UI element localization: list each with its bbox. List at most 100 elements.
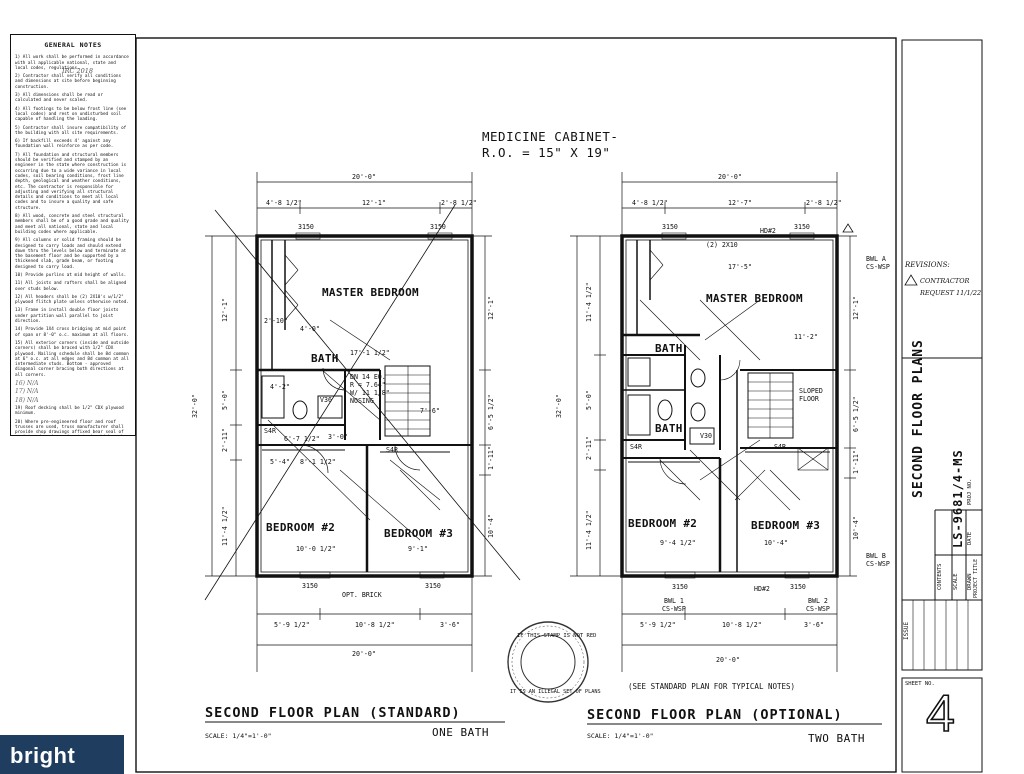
std-dim-right-d: 10'-4" [487,514,495,538]
opt-bwl-b-sub: CS-WSP [866,560,890,568]
project-number: LS-9681/4-MS [951,449,965,548]
std-dim-left-overall: 32'-0" [191,394,199,418]
bright-logo: bright [10,743,76,768]
general-note-item: 14) Provide 1X4 cross bridging at mid po… [15,327,131,338]
general-note-text: Roof decking shall be 1/2" CDX plywood m… [15,405,124,417]
std-plan-title: SECOND FLOOR PLAN (STANDARD) [205,705,461,721]
general-note-text: Where pre-engineered floor and roof trus… [15,419,124,436]
sheet-number: 4 [925,685,956,743]
general-note-number: 4) [15,106,21,112]
opt-dim-bottom-mid: 10'-8 1/2" [722,621,762,629]
general-note-item: 4) All footings to be below frost line (… [15,107,131,123]
opt-dim-left-c: 2'-11" [585,436,593,460]
general-note-text: All wood, concrete and steel structural … [15,214,129,235]
approval-stamp [507,621,589,703]
std-room-bath: BATH [311,352,339,365]
general-note-item: 16) N/A [15,381,131,387]
std-stair-note-4: NOSING [350,397,374,405]
std-dim-master-width: 17'-1 1/2" [350,349,390,357]
label-project-title: PROJECT TITLE [973,558,979,598]
opt-room-master-bedroom: MASTER BEDROOM [706,292,803,305]
general-note-item: 3) All dimensions shall be read or calcu… [15,93,131,104]
opt-room-bath-2: BATH [655,422,683,435]
medicine-cabinet-ro: R.O. = 15" X 19" [482,145,611,160]
general-note-number: 12) [15,294,23,300]
general-note-item: 19) Roof decking shall be 1/2" CDX plywo… [15,406,131,417]
general-note-text: Frame in install double floor joists und… [15,308,119,325]
std-dim-closet: 6'-7 1/2" [284,435,320,443]
std-room-bedroom-2: BEDROOM #2 [266,521,336,534]
opt-bwl-2-sub: CS-WSP [806,605,830,613]
opt-plan-title: SECOND FLOOR PLAN (OPTIONAL) [587,707,843,723]
stamp-inner-text: IT IS AN ILLEGAL SET OF PLANS [510,689,601,695]
std-stair-note-2: R = 7.64" [350,381,386,389]
general-notes-panel: GENERAL NOTES 1) All work shall be perfo… [10,34,136,436]
opt-holddown-1: HD#2 [760,227,776,235]
std-dim-closet-2: 4'-0" [300,325,320,333]
std-dim-bottom-mid: 10'-8 1/2" [355,621,395,629]
general-note-text: All joists and rafters shall be aligned … [15,281,127,292]
general-note-text: All columns or solid framing should be d… [15,238,127,270]
opt-dim-master-height: 11'-2" [794,333,818,341]
general-note-number: 9) [15,238,21,244]
general-note-item: 17) N/A [15,389,131,395]
general-note-item: 10) Provide purlins at mid height of wal… [15,273,131,278]
general-note-number: 15) [15,340,23,346]
general-note-number: 11) [15,281,23,287]
std-window-4: 3150 [425,582,441,590]
opt-dim-left-b: 5'-0" [585,390,593,410]
general-note-item: 2) Contractor shall verify all condition… [15,74,131,90]
std-window-2: 3150 [430,223,446,231]
opt-dim-right-a: 12'-1" [852,296,860,320]
std-stair-note-1: DN 14 EQ. [350,373,386,381]
opt-sloped: SLOPED [799,387,823,395]
opt-window-3: 3150 [672,583,688,591]
general-note-item: 7) All foundation and structural members… [15,153,131,211]
general-note-item: 6) If backfill exceeds 4' against any fo… [15,139,131,150]
std-opt-brick: OPT. BRICK [342,591,382,599]
opt-window-1: 3150 [662,223,678,231]
opt-bwl-a-sub: CS-WSP [866,263,890,271]
general-note-number: 18) [15,396,25,404]
std-dim-right-b: 6'-5 1/2" [487,394,495,430]
general-note-text: Contractor shall insure compatibility of… [15,125,127,136]
opt-s4r-2: S4R [774,443,786,451]
general-note-text: Contractor shall verify all conditions a… [15,74,122,90]
general-note-text: All work shall be performed in accordanc… [15,55,129,71]
general-notes-heading: GENERAL NOTES [44,41,102,49]
std-dim-hall: 5'-4" [270,458,290,466]
general-note-text: N/A [26,396,39,404]
opt-typical-notes: (SEE STANDARD PLAN FOR TYPICAL NOTES) [628,682,796,691]
std-dim-left-a: 12'-1" [221,298,229,322]
general-note-text: All foundation and structural members sh… [15,152,127,211]
label-issue: ISSUE [903,621,910,640]
opt-s4r-1: S4R [630,443,642,451]
opt-window-4: 3150 [790,583,806,591]
std-dim-left-c: 2'-11" [221,428,229,452]
std-dim-door: 3'-0" [328,433,348,441]
std-window-3: 3150 [302,582,318,590]
general-note-item: 11) All joists and rafters shall be alig… [15,281,131,292]
general-note-item: 1) All work shall be performed in accord… [15,55,131,71]
std-dim-bed2-width: 10'-0 1/2" [296,545,336,553]
std-vanity-v36: V36 [320,396,332,404]
general-note-number: 7) [15,152,21,158]
drawing-title: SECOND FLOOR PLANS [911,339,926,498]
opt-dim-bed2-width: 9'-4 1/2" [660,539,696,547]
std-dim-bed3-width: 9'-1" [408,545,428,553]
std-dim-bottom-right: 3'-6" [440,621,460,629]
opt-room-bedroom-3: BEDROOM #3 [751,519,821,532]
opt-bwl-1: BWL 1 [664,597,684,605]
general-note-item: 8) All wood, concrete and steel structur… [15,214,131,235]
revision-label: REVISIONS: [905,261,950,269]
std-stair-note-3: W/ 11 1/8" [350,389,390,397]
opt-bwl-1-sub: CS-WSP [662,605,686,613]
std-dim-stair-width: 7'-6" [420,407,440,415]
general-notes-list: 1) All work shall be performed in accord… [11,55,135,436]
general-note-text: All headers shall be (2) 2X10's w/1/2" p… [15,294,129,306]
std-dim-top-left: 4'-8 1/2" [266,199,302,207]
opt-dim-master-width: 17'-5" [728,263,752,271]
opt-dim-bottom-left: 5'-9 1/2" [640,621,676,629]
opt-plan-scale: SCALE: 1/4"=1'-0" [587,732,654,740]
general-note-number: 20) [15,419,23,425]
